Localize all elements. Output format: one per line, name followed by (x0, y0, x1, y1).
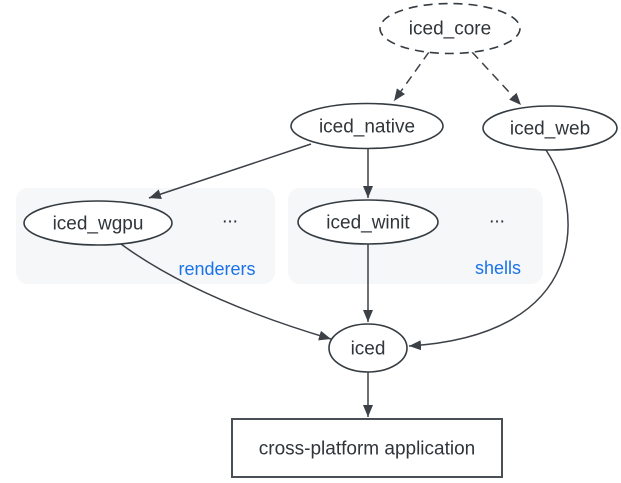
application-box (231, 418, 503, 478)
node-application: cross-platform application (231, 418, 503, 478)
iced-wgpu-ellipse (23, 200, 173, 246)
renderers-group-label: renderers (178, 259, 255, 279)
iced-web-ellipse (482, 105, 618, 151)
node-iced-native: iced_native (290, 102, 444, 150)
iced-core-label: iced_core (409, 19, 491, 40)
iced-native-label: iced_native (319, 117, 415, 138)
edge-iced-core-to-iced-web (471, 51, 522, 106)
node-iced: iced (328, 323, 408, 373)
shells-ellipsis: ... (489, 207, 505, 228)
iced-native-ellipse (290, 102, 444, 150)
iced-winit-ellipse (297, 199, 439, 245)
iced-label: iced (351, 339, 386, 360)
application-label: cross-platform application (259, 439, 475, 460)
node-iced-winit: iced_winit (297, 199, 439, 245)
node-iced-wgpu: iced_wgpu (23, 200, 173, 246)
node-iced-core: iced_core (379, 2, 521, 55)
edge-iced-web-to-iced (408, 149, 569, 351)
iced-core-ellipse (379, 2, 521, 55)
edges (120, 51, 569, 417)
iced-winit-label: iced_winit (326, 213, 410, 234)
shells-group-label: shells (475, 258, 521, 278)
iced-wgpu-label: iced_wgpu (53, 214, 144, 235)
iced-web-label: iced_web (510, 119, 590, 140)
renderers-ellipsis: ... (222, 207, 238, 228)
iced-ellipse (328, 323, 408, 373)
edge-iced-wgpu-to-iced (120, 243, 332, 341)
node-iced-web: iced_web (482, 105, 618, 151)
edge-iced-core-to-iced-native (393, 51, 430, 102)
edge-iced-native-to-iced-wgpu (148, 143, 312, 199)
